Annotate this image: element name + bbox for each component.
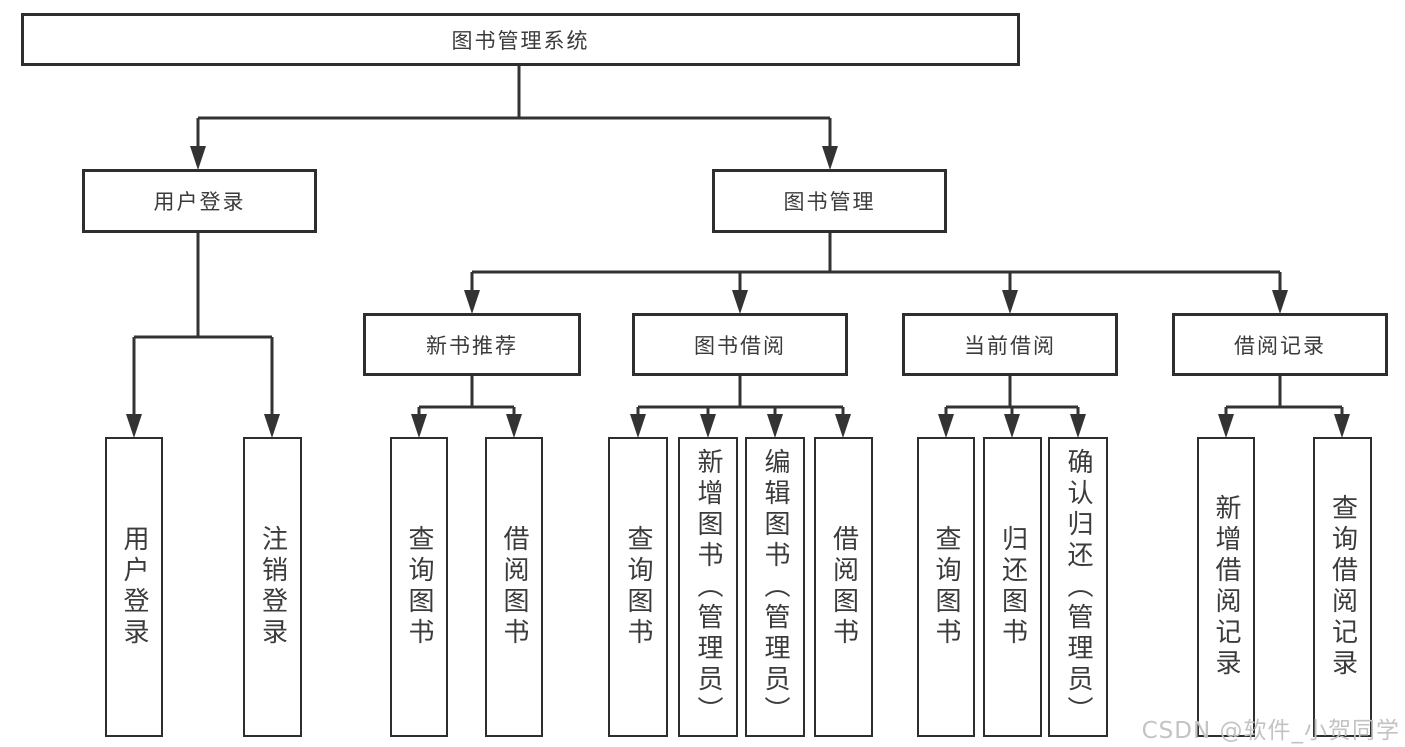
arrow-down-icon [464,290,480,314]
leaf-label: 借阅图书 [828,525,859,649]
node-label: 当前借阅 [964,333,1056,358]
node-new-book-recommend: 新书推荐 [363,313,581,376]
leaf-borrow-book: 借阅图书 [485,437,543,737]
arrow-down-icon [1004,414,1020,438]
leaf-return-book: 归还图书 [983,437,1042,737]
node-system-root: 图书管理系统 [21,13,1020,66]
leaf-label: 借阅图书 [499,525,529,649]
arrow-down-icon [411,414,427,438]
arrow-down-icon [1002,290,1018,314]
leaf-query-book: 查询图书 [608,437,668,737]
leaf-label: 查询图书 [931,525,961,649]
leaf-add-book-admin: 新增图书（管理员） [678,437,738,737]
leaf-label: 用户登录 [119,525,149,649]
node-book-borrow: 图书借阅 [632,313,848,376]
leaf-query-book: 查询图书 [390,437,448,737]
arrow-down-icon [630,414,646,438]
arrow-down-icon [700,414,716,438]
leaf-label: 查询图书 [623,525,653,649]
arrow-down-icon [1334,414,1350,438]
leaf-label: 查询借阅记录 [1327,494,1358,680]
arrow-down-icon [767,414,783,438]
csdn-watermark: CSDN @软件_小贺同学 [1141,718,1400,744]
leaf-label: 注销登录 [257,525,288,649]
node-borrow-record: 借阅记录 [1172,313,1388,376]
arrow-down-icon [1272,290,1288,314]
leaf-label: 新增图书（管理员） [693,447,723,727]
arrow-down-icon [835,414,851,438]
node-label: 图书借阅 [694,333,786,358]
arrow-down-icon [264,414,280,438]
arrow-down-icon [822,146,838,170]
leaf-label: 查询图书 [404,525,434,649]
arrow-down-icon [732,290,748,314]
leaf-edit-book-admin: 编辑图书（管理员） [745,437,805,737]
arrow-down-icon [126,414,142,438]
arrow-down-icon [190,146,206,170]
leaf-label: 归还图书 [997,525,1028,649]
leaf-add-borrow-record: 新增借阅记录 [1197,437,1255,737]
arrow-down-icon [938,414,954,438]
leaf-user-login: 用户登录 [105,437,163,737]
leaf-label: 新增借阅记录 [1211,494,1241,680]
leaf-query-book: 查询图书 [917,437,975,737]
node-label: 用户登录 [153,190,246,214]
node-book-management: 图书管理 [712,169,947,233]
node-label: 图书管理 [783,190,876,214]
node-label: 新书推荐 [426,333,518,358]
arrow-down-icon [1070,414,1086,438]
arrowheads [126,146,1350,438]
leaf-borrow-book: 借阅图书 [814,437,873,737]
leaf-logout: 注销登录 [243,437,302,737]
leaf-label: 确认归还（管理员） [1063,447,1093,727]
node-user-login: 用户登录 [82,169,317,233]
node-label: 图书管理系统 [451,28,590,53]
node-label: 借阅记录 [1234,333,1326,358]
arrow-down-icon [506,414,522,438]
leaf-label: 编辑图书（管理员） [760,447,790,727]
node-current-borrow: 当前借阅 [902,313,1118,376]
arrow-down-icon [1218,414,1234,438]
leaf-confirm-return-admin: 确认归还（管理员） [1048,437,1108,737]
leaf-query-borrow-record: 查询借阅记录 [1313,437,1372,737]
